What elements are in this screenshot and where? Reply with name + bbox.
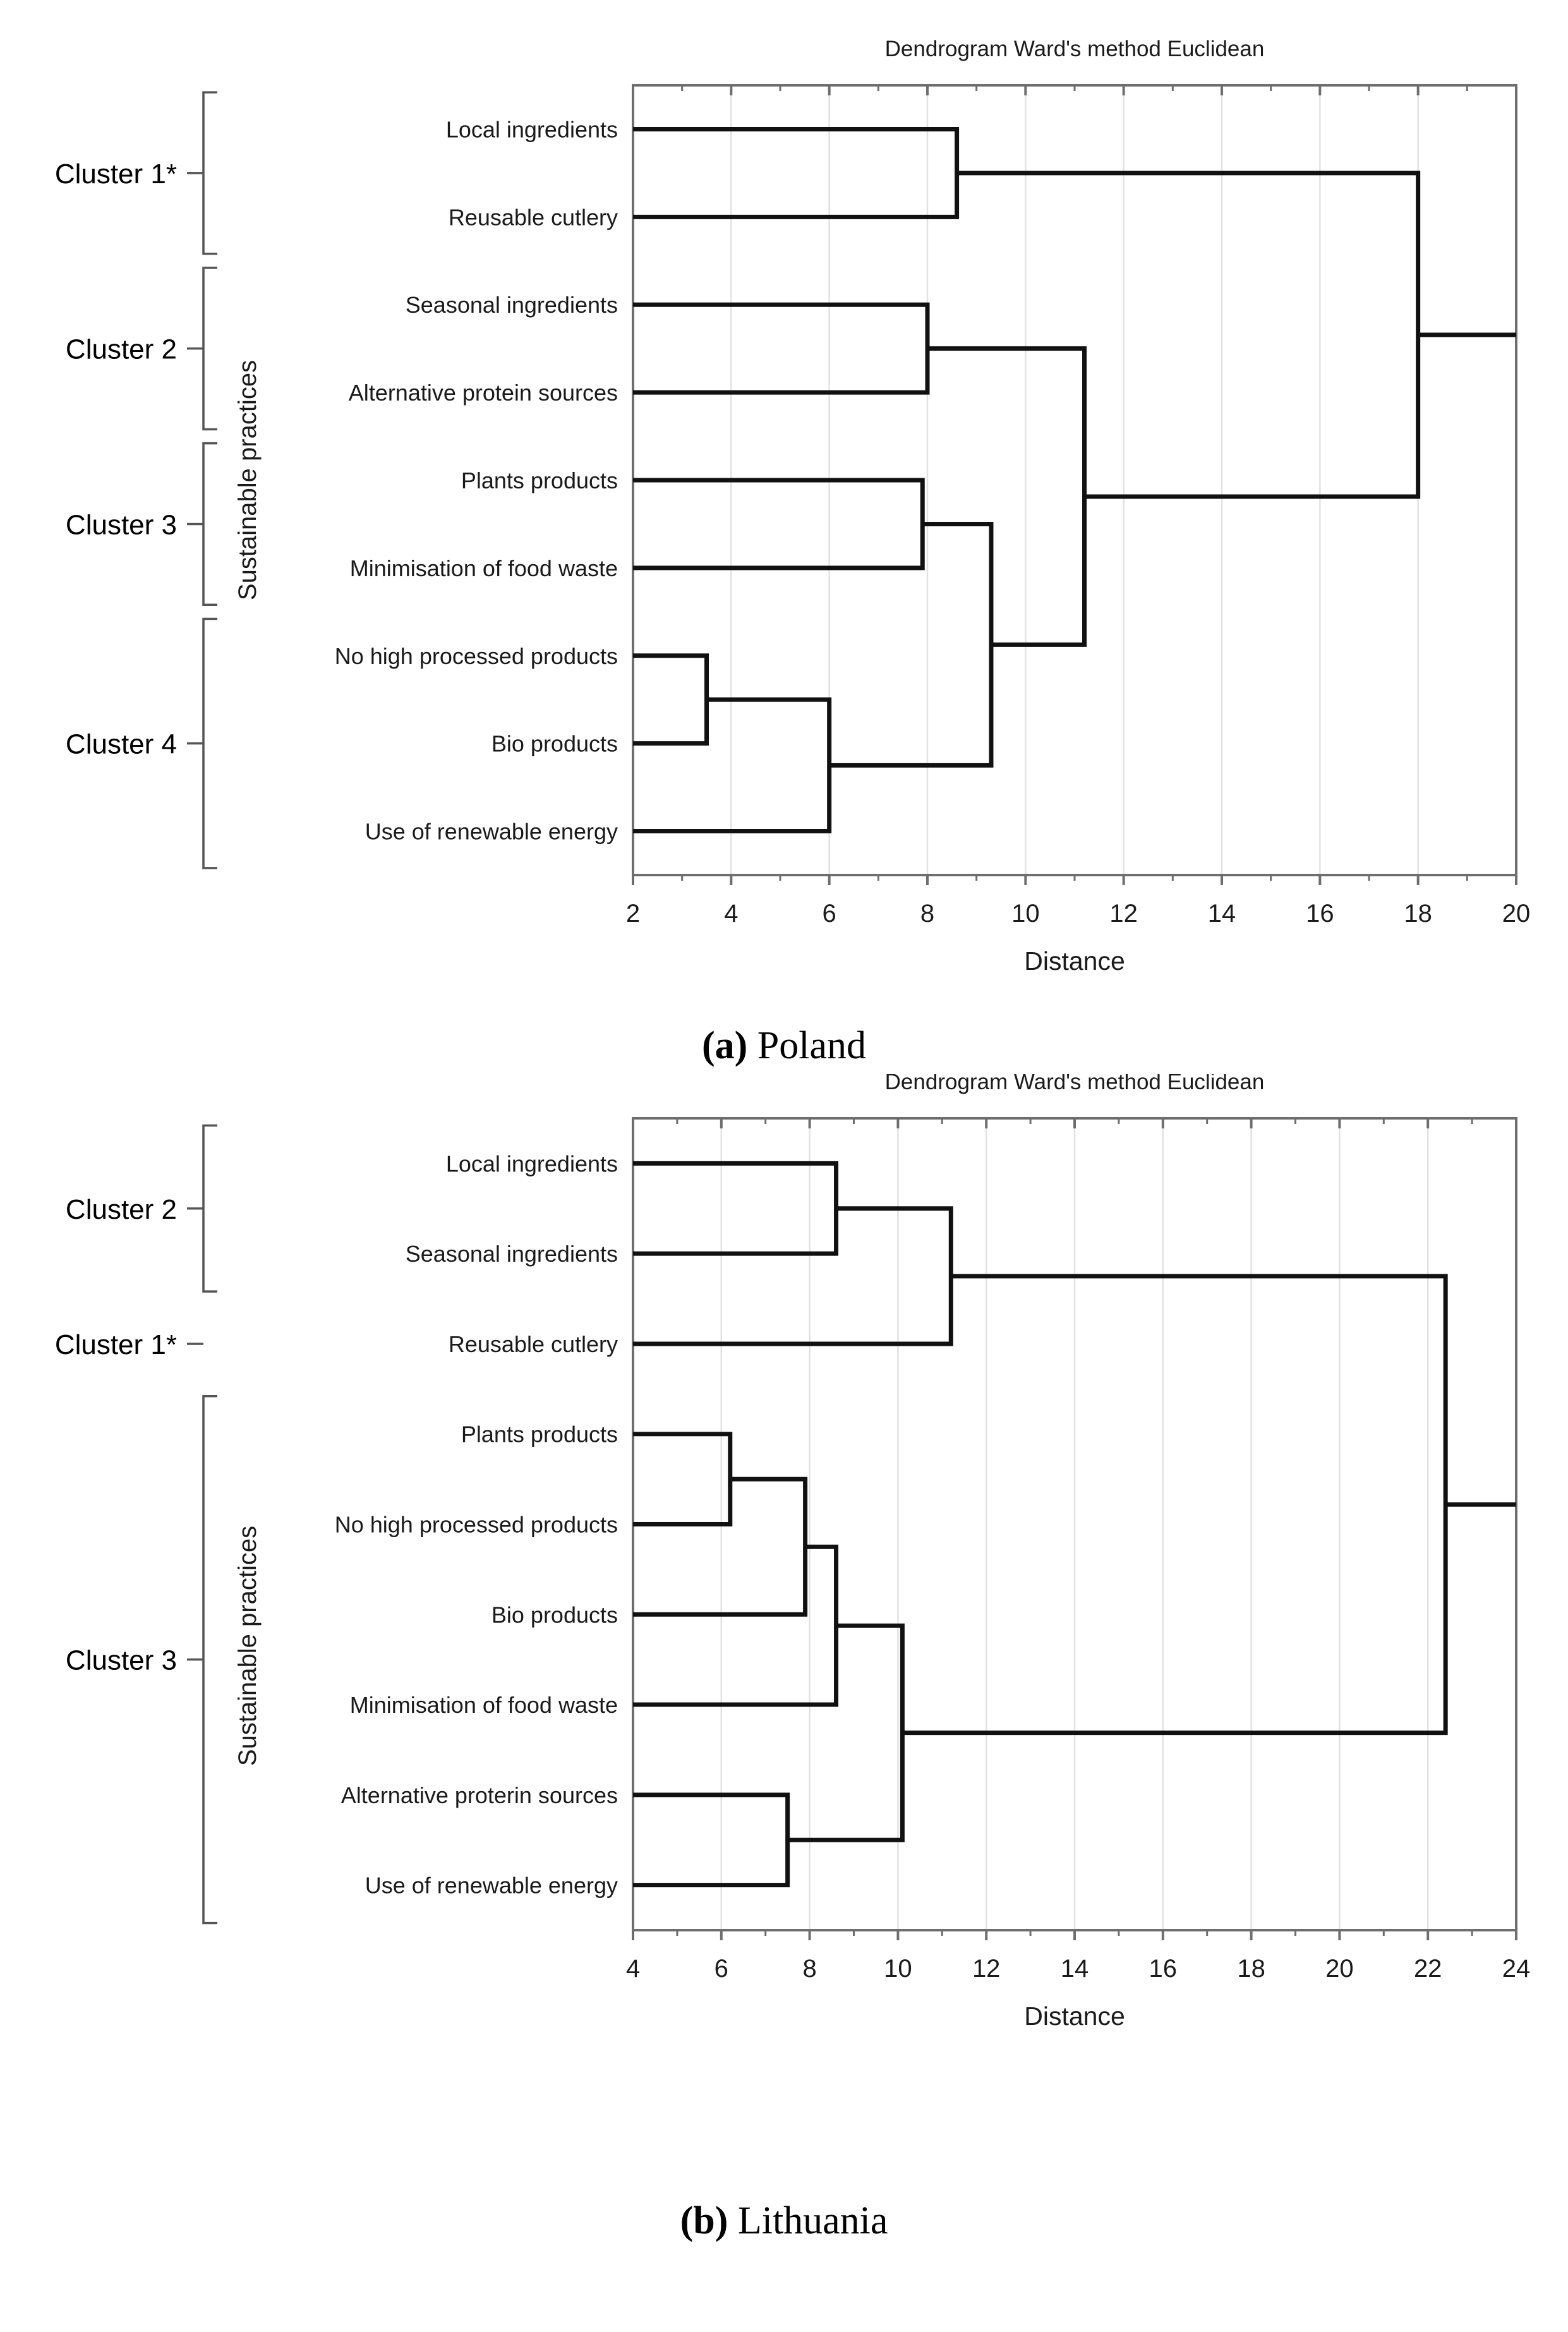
leaf-label: Alternative proterin sources bbox=[341, 1782, 618, 1808]
leaf-label: Seasonal ingredients bbox=[406, 1241, 618, 1267]
leaf-label: Seasonal ingredients bbox=[406, 292, 618, 318]
leaf-label: No high processed products bbox=[335, 1512, 618, 1538]
cluster-label: Cluster 2 bbox=[66, 334, 177, 365]
x-tick-label: 16 bbox=[1306, 900, 1334, 927]
x-tick-label: 20 bbox=[1502, 900, 1531, 927]
x-tick-label: 16 bbox=[1149, 1955, 1178, 1983]
x-tick-label: 14 bbox=[1061, 1955, 1089, 1983]
x-tick-label: 12 bbox=[972, 1955, 1001, 1983]
figure-panel-poland: Dendrogram Ward's method Euclidean 2 4 6 8 10… bbox=[0, 0, 1568, 1074]
leaf-label: Reusable cutlery bbox=[449, 204, 618, 230]
leaf-label: Minimisation of food waste bbox=[350, 1692, 618, 1718]
dendrogram-branch bbox=[633, 1161, 839, 1256]
leaf-label: Reusable cutlery bbox=[449, 1331, 618, 1357]
leaf-label: Bio products bbox=[492, 1602, 618, 1628]
leaf-label: Local ingredients bbox=[446, 1151, 618, 1176]
figure-panel-lithuania: Dendrogram Ward's method Euclidean 4 6 8 10 1… bbox=[0, 1074, 1568, 2256]
x-tick-label: 10 bbox=[1011, 900, 1040, 927]
x-tick-label: 6 bbox=[823, 900, 836, 927]
x-tick-label: 22 bbox=[1414, 1955, 1442, 1983]
panel-caption-text: Poland bbox=[757, 1024, 867, 1067]
dendrogram-chart-poland: Dendrogram Ward's method Euclidean 2 4 6 8 10… bbox=[55, 37, 1531, 976]
dendrogram-branch bbox=[902, 1274, 1448, 1736]
x-tick-label: 6 bbox=[715, 1955, 728, 1983]
dendrogram-branch bbox=[633, 653, 709, 746]
x-tick-label: 12 bbox=[1109, 900, 1138, 927]
cluster-label: Cluster 3 bbox=[66, 509, 177, 540]
x-tick-label: 14 bbox=[1208, 900, 1236, 927]
leaf-label: Minimisation of food waste bbox=[350, 555, 618, 581]
panel-caption-lithuania: (b) Lithuania bbox=[0, 2199, 1568, 2244]
panel-caption-letter: (a) bbox=[701, 1024, 748, 1067]
leaf-label: Use of renewable energy bbox=[365, 819, 618, 845]
x-tick-label: 18 bbox=[1237, 1955, 1265, 1983]
leaf-label: Alternative protein sources bbox=[349, 380, 618, 406]
cluster-bracket bbox=[202, 1395, 217, 1924]
x-tick-label: 2 bbox=[626, 900, 640, 927]
panel-caption-text: Lithuania bbox=[737, 2199, 888, 2242]
cluster-bracket bbox=[202, 442, 217, 606]
dendrogram-branch bbox=[633, 302, 930, 395]
dendrogram-branch bbox=[633, 1432, 733, 1526]
x-tick-label: 20 bbox=[1325, 1955, 1354, 1983]
cluster-label: Cluster 3 bbox=[66, 1645, 177, 1676]
cluster-label: Cluster 1* bbox=[55, 1329, 177, 1360]
x-tick-label: 18 bbox=[1404, 900, 1432, 927]
panel-caption-poland: (a) Poland bbox=[0, 1024, 1568, 1068]
dendrogram-branch bbox=[927, 346, 1087, 647]
cluster-bracket bbox=[202, 91, 217, 255]
dendrogram-branch bbox=[633, 1477, 808, 1617]
dendrogram-branch bbox=[633, 1206, 953, 1346]
x-tick-label: 10 bbox=[884, 1955, 912, 1983]
dendrogram-branch bbox=[633, 1792, 790, 1888]
dendrogram-branch bbox=[633, 126, 960, 219]
panel-caption-letter: (b) bbox=[680, 2199, 728, 2242]
dendrogram-branch bbox=[633, 478, 925, 571]
x-tick-label: 24 bbox=[1502, 1955, 1531, 1983]
chart-title: Dendrogram Ward's method Euclidean bbox=[885, 1074, 1265, 1094]
leaf-label: No high processed products bbox=[335, 643, 618, 669]
x-tick-label: 8 bbox=[802, 1955, 816, 1983]
x-tick-label: 4 bbox=[626, 1955, 640, 1983]
leaf-label: Plants products bbox=[461, 468, 618, 493]
cluster-label: Cluster 4 bbox=[66, 729, 177, 760]
dendrogram-branch bbox=[829, 521, 994, 768]
cluster-bracket bbox=[202, 267, 217, 431]
x-axis-title: Distance bbox=[1024, 2002, 1125, 2031]
cluster-bracket bbox=[202, 1124, 217, 1293]
leaf-label: Local ingredients bbox=[446, 116, 618, 142]
leaf-label: Plants products bbox=[461, 1422, 618, 1447]
cluster-label: Cluster 2 bbox=[66, 1194, 177, 1225]
leaf-label: Bio products bbox=[492, 731, 618, 757]
dendrogram-chart-lithuania: Dendrogram Ward's method Euclidean 4 6 8 10 1… bbox=[55, 1074, 1531, 2031]
y-axis-label: Sustainable practices bbox=[234, 1526, 262, 1766]
x-axis-title: Distance bbox=[1024, 946, 1125, 976]
x-tick-label: 4 bbox=[724, 900, 738, 927]
y-axis-label: Sustainable practices bbox=[234, 360, 262, 600]
chart-title: Dendrogram Ward's method Euclidean bbox=[885, 37, 1265, 61]
x-tick-label: 8 bbox=[920, 900, 934, 927]
cluster-bracket bbox=[202, 617, 217, 869]
dendrogram-branch bbox=[787, 1623, 905, 1842]
cluster-label: Cluster 1* bbox=[55, 159, 177, 190]
leaf-label: Use of renewable energy bbox=[365, 1873, 618, 1899]
